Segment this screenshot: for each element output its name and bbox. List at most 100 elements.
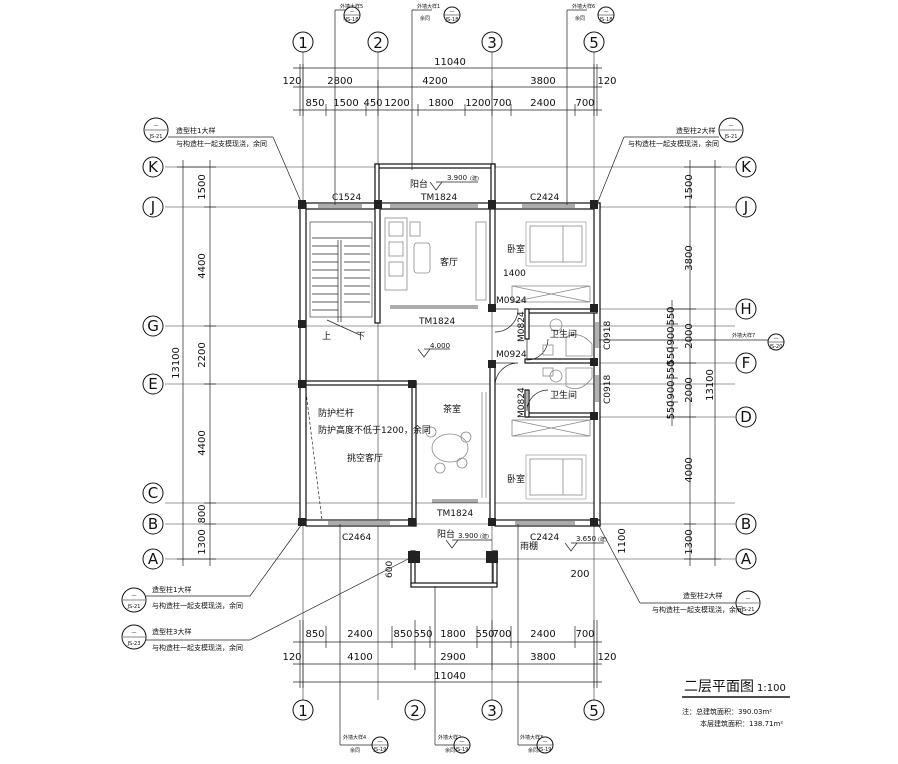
- label-rain-shed: 雨棚: [520, 540, 538, 552]
- axis-bubble-A-left: A: [142, 548, 164, 570]
- svg-text:—: —: [132, 630, 137, 636]
- svg-text:JS-21: JS-21: [149, 134, 163, 140]
- dim-right-small-3: 550: [666, 360, 677, 379]
- svg-text:A: A: [741, 550, 752, 568]
- dim-bottom-l1-2: 2900: [440, 652, 465, 663]
- svg-text:外墙大样1: 外墙大样1: [417, 3, 440, 10]
- callout-wall-bottom-2: 外墙大样2 余同 — JS-19: [434, 586, 471, 754]
- svg-text:—: —: [350, 9, 355, 15]
- svg-text:造型柱2大样: 造型柱2大样: [676, 126, 715, 135]
- staircase: [309, 221, 373, 336]
- axis-bubble-3-bottom: 3: [481, 699, 503, 721]
- svg-text:余同: 余同: [445, 747, 455, 754]
- svg-text:与构造柱一起支模现浇，余同: 与构造柱一起支模现浇，余同: [152, 601, 243, 610]
- svg-text:(建): (建): [470, 175, 479, 182]
- label-living-room: 客厅: [440, 256, 458, 268]
- svg-text:K: K: [741, 158, 752, 176]
- dim-top-l2-1: 1500: [333, 98, 358, 109]
- dim-right-small-1: 900: [666, 326, 677, 345]
- svg-text:JS-21: JS-21: [724, 134, 738, 140]
- callout-bottom-right: — JS-21 造型柱2大样 与构造柱一起支模现浇，余同: [597, 523, 761, 616]
- callout-wall-right: 外墙大样7 — JS-20: [599, 332, 785, 351]
- svg-text:—: —: [746, 596, 751, 602]
- svg-text:造型柱3大样: 造型柱3大样: [152, 627, 191, 636]
- label-c0918-bottom: C0918: [603, 375, 613, 404]
- dim-top-l2-7: 2400: [530, 98, 555, 109]
- dim-bottom-l2-0: 850: [305, 629, 324, 640]
- axis-bubble-B-right: B: [735, 513, 757, 535]
- svg-text:3: 3: [487, 34, 497, 52]
- svg-text:—: —: [543, 739, 548, 745]
- label-tm1824-bottom: TM1824: [436, 509, 473, 519]
- svg-text:—: —: [729, 123, 734, 129]
- axis-bubble-J-left: J: [142, 196, 164, 218]
- label-void-living: 挑空客厅: [347, 452, 383, 464]
- axis-bubble-J-right: J: [735, 196, 757, 218]
- dimension-right: [666, 160, 721, 566]
- label-bath-top: 卫生间: [550, 328, 577, 340]
- svg-text:4.000: 4.000: [430, 342, 450, 350]
- dim-top-l1-1: 2800: [327, 76, 352, 87]
- label-bedroom-bottom: 卧室: [507, 473, 525, 485]
- dim-right-offset-200: 200: [570, 569, 589, 580]
- dim-right-small-5: 550: [666, 400, 677, 419]
- svg-text:B: B: [741, 515, 751, 533]
- drawing-title-block: 二层平面图 1:100 注：总建筑面积：390.03m² 本层建筑面积：138.…: [682, 679, 790, 728]
- svg-text:(建): (建): [598, 536, 607, 543]
- svg-text:—: —: [132, 593, 137, 599]
- dim-left-seg-2: 2200: [197, 342, 208, 367]
- svg-text:JS-20: JS-20: [769, 344, 783, 350]
- svg-text:—: —: [460, 739, 465, 745]
- svg-text:1: 1: [298, 702, 308, 720]
- callout-wall-top-3: 外墙大样6 余同 — JS-18: [566, 3, 615, 205]
- svg-text:余同: 余同: [420, 15, 430, 22]
- svg-text:造型柱2大样: 造型柱2大样: [683, 591, 722, 600]
- svg-text:—: —: [604, 9, 609, 15]
- svg-text:D: D: [740, 408, 752, 426]
- dim-right-seg-3: 2000: [684, 377, 695, 402]
- dim-bottom-l2-1: 2400: [347, 629, 372, 640]
- tea-room-furniture: [425, 392, 487, 498]
- label-600: 600: [385, 561, 395, 578]
- doors: [494, 308, 549, 412]
- label-bath-bottom: 卫生间: [550, 389, 577, 401]
- note-total-area: 注：总建筑面积：390.03m²: [682, 707, 772, 716]
- svg-text:1: 1: [298, 34, 308, 52]
- svg-text:—: —: [774, 336, 779, 342]
- callout-wall-bottom-1: 外墙大样4 余同 — JS-19: [339, 524, 389, 754]
- dim-right-overall: 13100: [705, 369, 716, 401]
- label-c0918-top: C0918: [603, 321, 613, 350]
- bedroom-top-furniture: [511, 221, 591, 303]
- dim-top-l1-2: 4200: [422, 76, 447, 87]
- label-m0924-top: M0924: [496, 296, 527, 306]
- axis-bubble-2-bottom: 2: [404, 699, 426, 721]
- dim-bottom-overall: 11040: [434, 671, 466, 682]
- svg-text:JS-18: JS-18: [445, 17, 459, 23]
- dim-top-l1-3: 3800: [530, 76, 555, 87]
- label-c2424-bottom: C2424: [530, 533, 559, 543]
- drawing-title: 二层平面图: [684, 679, 754, 695]
- svg-text:3.900: 3.900: [447, 174, 467, 182]
- dim-left-seg-1: 4400: [197, 253, 208, 278]
- axis-bubble-B-left: B: [142, 513, 164, 535]
- axis-bubble-A-right: A: [735, 548, 757, 570]
- dim-top-l2-0: 850: [305, 98, 324, 109]
- dim-right-seg-0: 1500: [684, 174, 695, 199]
- svg-text:JS-19: JS-19: [373, 747, 387, 753]
- dim-bottom-l1-4: 120: [597, 652, 616, 663]
- callout-wall-top-1: 外墙大样5 余同 — JS-18: [334, 3, 363, 205]
- elevation-mark-top-balcony: 3.900 (建): [429, 174, 479, 191]
- callout-bottom-left-1: — JS-21 造型柱1大样 与构造柱一起支模现浇，余同: [121, 523, 303, 613]
- elevation-mark-bottom-balcony: 3.900 (建): [445, 532, 492, 549]
- dim-bottom-l2-4: 1800: [440, 629, 465, 640]
- svg-text:3.900: 3.900: [458, 532, 478, 540]
- dim-top-l2-4: 1800: [428, 98, 453, 109]
- label-1400: 1400: [503, 269, 526, 279]
- label-balcony-top: 阳台: [410, 178, 428, 190]
- svg-text:—: —: [378, 739, 383, 745]
- dim-right-seg-2: 2000: [684, 323, 695, 348]
- svg-text:A: A: [148, 550, 159, 568]
- dim-right-small-2: 550: [666, 346, 677, 365]
- dim-top-l2-2: 450: [363, 98, 382, 109]
